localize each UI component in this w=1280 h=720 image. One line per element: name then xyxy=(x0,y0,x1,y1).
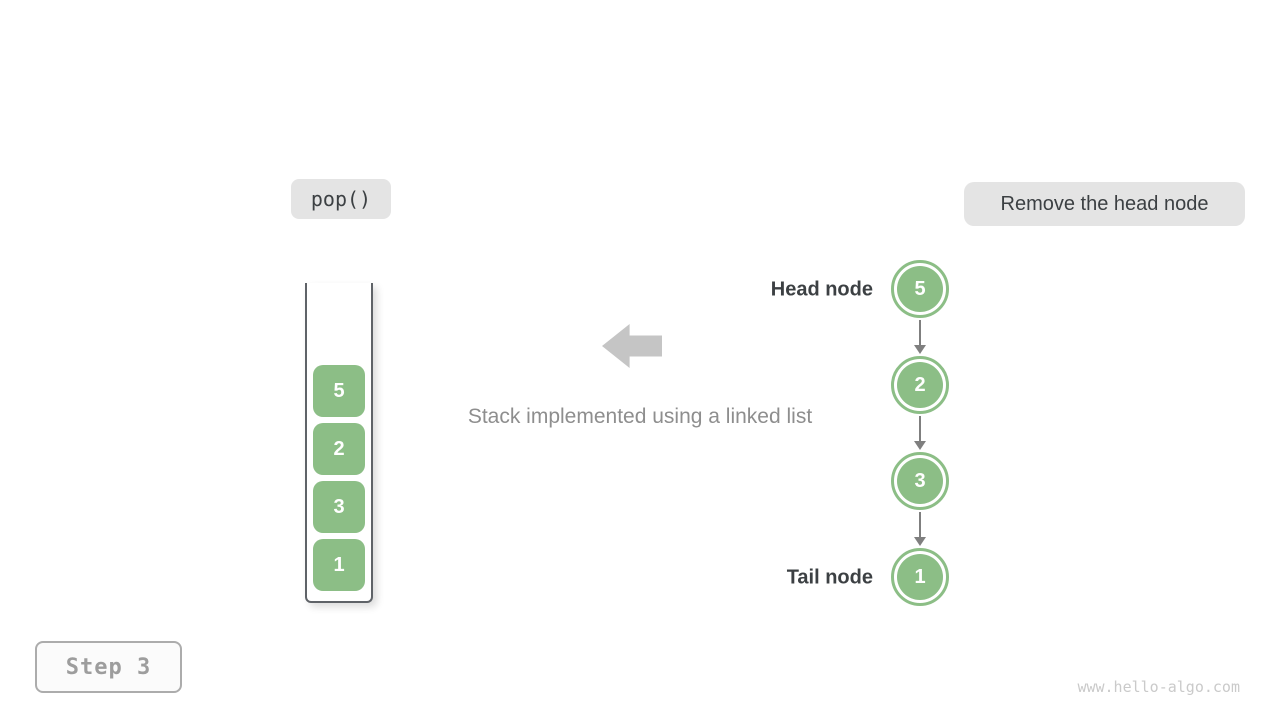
node-value: 2 xyxy=(897,362,943,408)
head-node-label: Head node xyxy=(770,278,873,301)
linked-list-node: 5 xyxy=(891,260,949,318)
node-value: 3 xyxy=(897,458,943,504)
left-block-arrow xyxy=(602,324,662,368)
node-value: 1 xyxy=(897,554,943,600)
down-arrow-icon xyxy=(914,416,926,450)
down-arrow-icon xyxy=(914,320,926,354)
caption-text: Stack implemented using a linked list xyxy=(467,405,813,428)
stack-item: 3 xyxy=(313,481,365,533)
step-badge: Step 3 xyxy=(35,641,182,693)
down-arrow-icon xyxy=(914,512,926,546)
linked-list-node: 3 xyxy=(891,452,949,510)
stack-item: 2 xyxy=(313,423,365,475)
tail-node-label: Tail node xyxy=(786,566,873,589)
stack-container: 5 2 3 1 xyxy=(305,283,373,603)
node-value: 5 xyxy=(897,266,943,312)
stack-item: 1 xyxy=(313,539,365,591)
stack-item: 5 xyxy=(313,365,365,417)
linked-list-node: 2 xyxy=(891,356,949,414)
linked-list-node: 1 xyxy=(891,548,949,606)
annotation-label: Remove the head node xyxy=(964,182,1245,226)
watermark: www.hello-algo.com xyxy=(1077,678,1240,696)
operation-label: pop() xyxy=(291,179,391,219)
